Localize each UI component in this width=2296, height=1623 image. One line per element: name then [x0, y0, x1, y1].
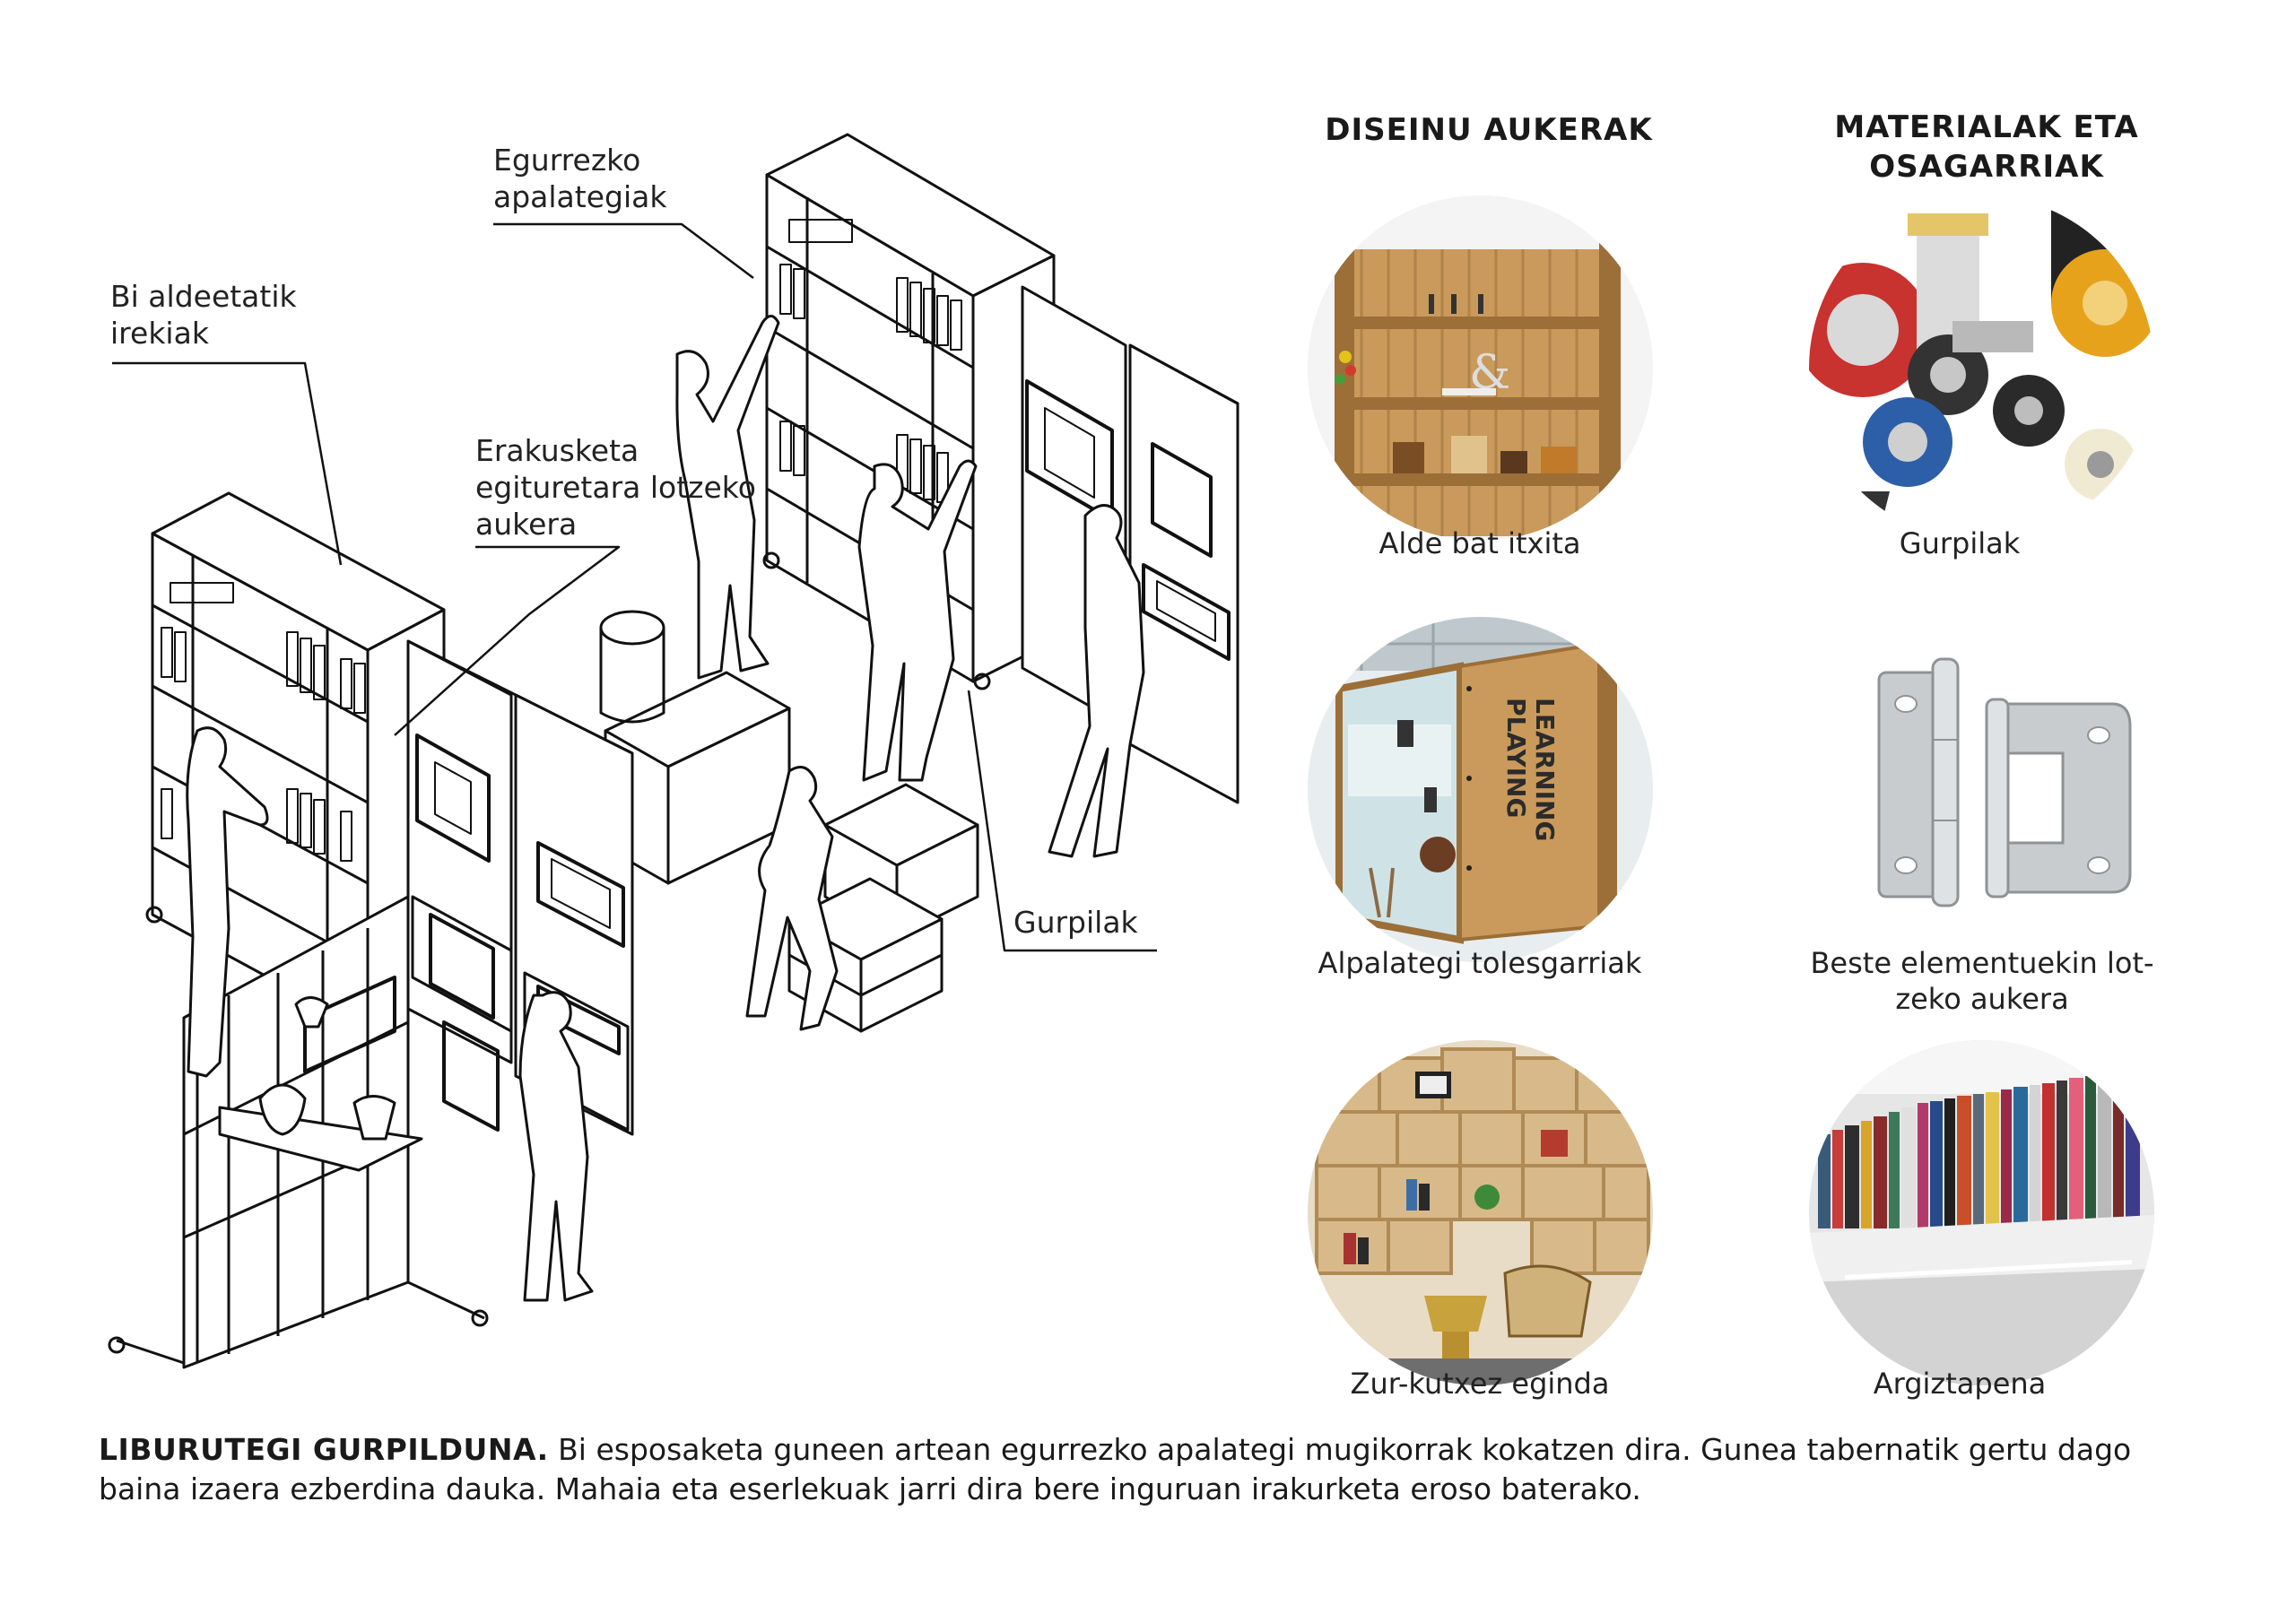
callout-wooden-shelves: Egurrezko apalategiak: [493, 143, 667, 214]
photo-wooden-crates: [1308, 1040, 1653, 1385]
people-silhouettes: [186, 315, 1145, 1302]
callout-wheels: Gurpilak: [1013, 905, 1138, 940]
footer-title: LIBURUTEGI GURPILDUNA.: [99, 1432, 549, 1467]
isometric-library-drawing: [108, 133, 1239, 1369]
callout-open-both-sides: Bi aldeetatik irekiak: [110, 279, 297, 351]
footer-description: LIBURUTEGI GURPILDUNA. Bi esposaketa gun…: [99, 1430, 2215, 1509]
caption-casters: Gurpilak: [1899, 526, 2021, 560]
callout-leader-lines: [112, 222, 1157, 952]
caption-one-side-closed: Alde bat itxita: [1378, 526, 1581, 560]
footer-text: Bi esposaketa guneen artean egurrezko ap…: [99, 1432, 2132, 1506]
photo-hinges: [1843, 655, 2148, 915]
callout-exhibit-link: Erakusketa egituretara lotzeko aukera: [475, 433, 756, 542]
caption-folding-shelves: Alpalategi tolesgarriak: [1318, 946, 1642, 980]
photo-lighting: [1809, 1040, 2154, 1385]
photo-learning-playing-text: LEARNINGPLAYING: [1501, 698, 1560, 841]
design-options-heading: DISEINU AUKERAK: [1325, 112, 1653, 148]
photo-folding-shelves: LEARNINGPLAYING: [1308, 617, 1653, 962]
caption-wooden-crates: Zur-kutxez eginda: [1350, 1367, 1610, 1401]
caption-lighting: Argiztapena: [1873, 1367, 2047, 1401]
caption-connect-elements: Beste elementuekin lot- zeko aukera: [1810, 946, 2154, 1016]
materials-heading: MATERIALAK ETA OSAGARRIAK: [1834, 109, 2139, 185]
glass-showcase-frame: [108, 895, 489, 1369]
photo-one-side-closed: &: [1308, 195, 1653, 541]
photo-casters: [1809, 195, 2154, 541]
